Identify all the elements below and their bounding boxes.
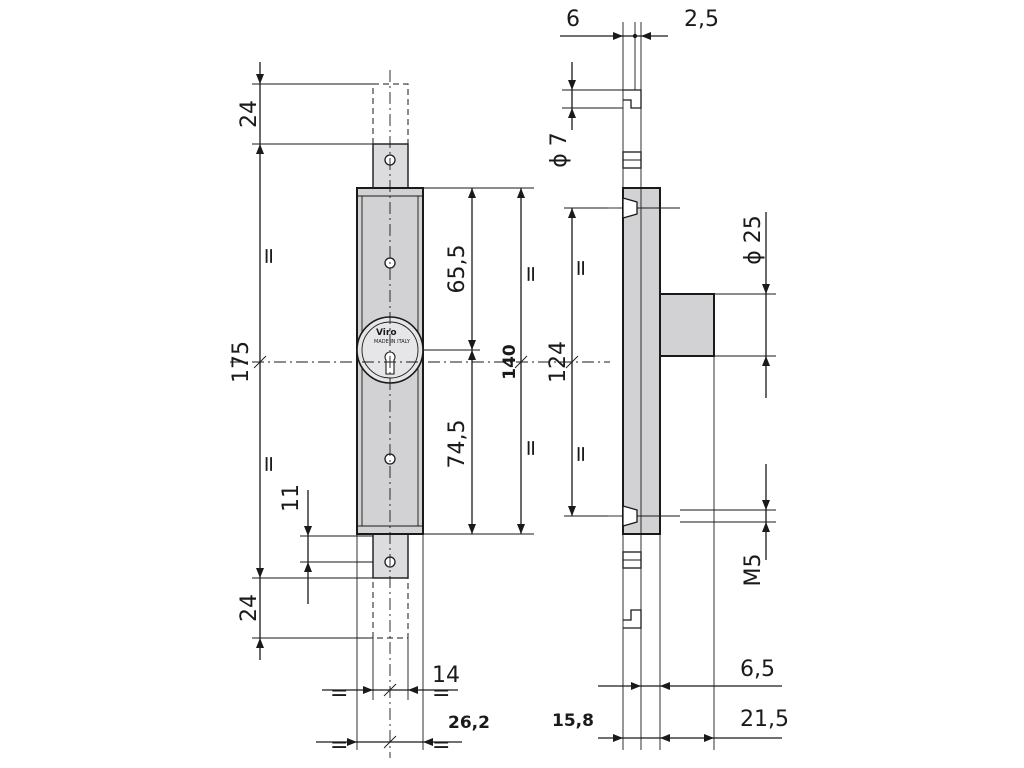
front-view: Viro MADE IN ITALY	[230, 70, 610, 758]
dim-eq-strip-right: =	[432, 681, 450, 706]
dim-bolt-offset: 11	[279, 484, 304, 512]
side-body	[622, 187, 661, 535]
dim-overall: 175	[229, 341, 254, 383]
dim-case-width: 26,2	[448, 713, 490, 733]
cylinder-projection	[659, 293, 715, 357]
dim-front-depth: 15,8	[552, 711, 594, 731]
cylinder-marking: MADE IN ITALY	[374, 339, 411, 345]
dim-hole-spacing: 124	[546, 341, 571, 383]
dim-plate-thickness: 2,5	[684, 7, 719, 32]
bottom-tab	[372, 533, 409, 579]
dim-lower-half: 74,5	[445, 420, 470, 469]
dim-pin-diameter: ϕ 7	[547, 132, 572, 168]
dim-equal-case-upper: =	[519, 265, 544, 283]
dim-eq-case-left: =	[330, 733, 348, 758]
dim-screw-thread: M5	[741, 554, 766, 587]
dim-total-depth: 21,5	[740, 707, 789, 732]
dim-cylinder-diameter: ϕ 25	[741, 215, 766, 265]
rod-bottom-dashed	[372, 577, 409, 639]
dim-upper-half: 65,5	[445, 245, 470, 294]
dim-equal-lower: =	[257, 455, 282, 473]
dim-equal-case-lower: =	[519, 439, 544, 457]
dim-end-top: 24	[237, 100, 262, 128]
dim-spacing-equal-upper: =	[569, 259, 594, 277]
dim-spacing-equal-lower: =	[569, 445, 594, 463]
case-dimensions: 65,5 74,5 = 140 =	[423, 187, 544, 535]
top-tab	[372, 143, 409, 189]
dim-end-bottom: 24	[237, 594, 262, 622]
side-dimensions: 6 2,5 ϕ 7 = 124 = ϕ 25 M5	[546, 7, 789, 750]
width-dimensions: = = 14 = = 26,2	[316, 534, 490, 758]
dim-plate-offset: 6	[566, 7, 580, 32]
rod-top-dashed	[372, 83, 409, 145]
bottom-hook	[623, 609, 642, 629]
dim-equal-upper: =	[257, 247, 282, 265]
dim-eq-strip-left: =	[330, 681, 348, 706]
dim-eq-case-right: =	[432, 733, 450, 758]
side-view	[608, 22, 715, 750]
screw-head-lower	[622, 505, 638, 527]
top-hook	[623, 89, 642, 109]
dim-front-face: 6,5	[740, 657, 775, 682]
cylinder-brand: Viro	[376, 328, 397, 338]
dim-strip-width: 14	[432, 663, 460, 688]
screw-head-upper	[622, 197, 638, 219]
dim-case-height: 140	[500, 344, 520, 380]
left-dimensions: 24 = 175 = 24 11	[229, 62, 373, 660]
